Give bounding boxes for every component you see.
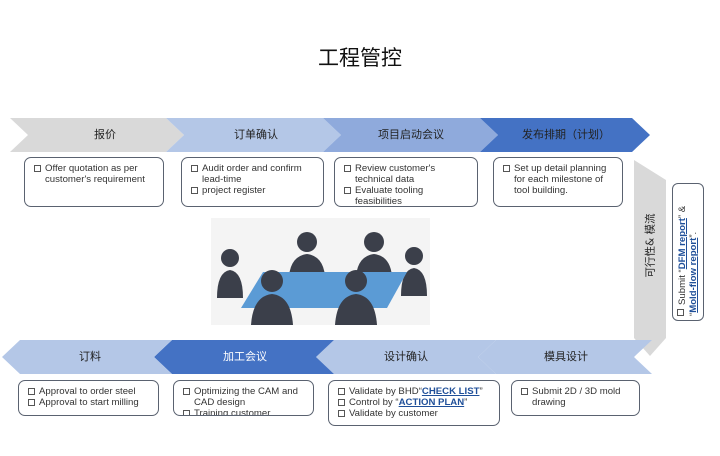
- list-item: Evaluate tooling feasibilities: [341, 185, 471, 206]
- list-item: Set up detail planning for each mileston…: [500, 163, 616, 196]
- top-chevron-2: [166, 118, 341, 152]
- card-quote: Offer quotation as per customer's requir…: [24, 157, 164, 207]
- step-label-machining-meeting: 加工会议: [223, 350, 267, 363]
- list-item: Training customer standard: [180, 408, 307, 415]
- side-card-prefix: Submit: [677, 275, 688, 305]
- person-icon: [356, 232, 392, 276]
- side-card-between: &: [677, 205, 688, 213]
- meeting-illustration: [211, 218, 430, 325]
- bottom-chevron-2: [154, 340, 334, 374]
- step-label-feasibility: 可行性& 模流: [644, 213, 657, 278]
- card-order-material: Approval to order steel Approval to star…: [18, 380, 159, 416]
- bottom-chevron-1: [2, 340, 172, 374]
- bottom-chevron-3: [316, 340, 496, 374]
- card-mold-design: Submit 2D / 3D mold drawing: [511, 380, 640, 416]
- list-item: Optimizing the CAM and CAD design: [180, 386, 307, 408]
- card-feasibility: Submit “DFM report” &“Mold-flow report”.: [672, 183, 704, 321]
- mold-flow-report-link[interactable]: Mold-flow report: [688, 237, 699, 313]
- step-label-order-material: 订料: [79, 350, 101, 363]
- page-title: 工程管控: [318, 46, 402, 70]
- side-chevron: [634, 160, 666, 356]
- bullet-icon: [677, 309, 684, 316]
- item-prefix: Control by: [349, 397, 393, 408]
- step-label-design-confirm: 设计确认: [384, 350, 428, 363]
- card-design-confirm: Validate by BHD“CHECK LIST” Control by “…: [328, 380, 500, 426]
- person-icon: [335, 270, 377, 325]
- person-icon: [289, 232, 325, 276]
- top-chevron-3: [323, 118, 498, 152]
- list-item: Approval to start milling: [25, 397, 152, 408]
- list-item: Approval to order steel: [25, 386, 152, 397]
- item-prefix: Validate by BHD: [349, 386, 419, 397]
- list-item: Review customer's technical data: [341, 163, 471, 185]
- step-label-schedule: 发布排期（计划）: [522, 128, 610, 141]
- step-label-order-confirm: 订单确认: [234, 128, 278, 141]
- card-order-confirm: Audit order and confirm lead-time projec…: [181, 157, 324, 207]
- list-item: Control by “ACTION PLAN”: [335, 397, 493, 408]
- person-icon: [217, 249, 243, 298]
- step-label-mold-design: 模具设计: [544, 350, 588, 363]
- top-chevron-1: [10, 118, 184, 152]
- step-label-kickoff: 项目启动会议: [378, 128, 444, 141]
- list-item: Offer quotation as per customer's requir…: [31, 163, 157, 185]
- bottom-chevron-4: [478, 340, 652, 374]
- list-item: Validate by customer: [335, 408, 493, 419]
- person-icon: [401, 247, 427, 296]
- check-list-link[interactable]: CHECK LIST: [421, 386, 480, 397]
- dfm-report-link[interactable]: DFM report: [677, 218, 688, 270]
- list-item: project register: [188, 185, 317, 196]
- action-plan-link[interactable]: ACTION PLAN: [398, 397, 465, 408]
- list-item: Validate by BHD“CHECK LIST”: [335, 386, 493, 397]
- list-item: Submit 2D / 3D mold drawing: [518, 386, 633, 408]
- card-schedule: Set up detail planning for each mileston…: [493, 157, 623, 207]
- side-card-text: Submit “DFM report” &“Mold-flow report”.: [677, 205, 699, 316]
- person-icon: [251, 270, 293, 325]
- card-kickoff: Review customer's technical data Evaluat…: [334, 157, 478, 207]
- list-item: Audit order and confirm lead-time: [188, 163, 317, 185]
- card-machining-meeting: Optimizing the CAM and CAD design Traini…: [173, 380, 314, 416]
- step-label-quote: 报价: [94, 128, 116, 141]
- top-chevron-4: [480, 118, 650, 152]
